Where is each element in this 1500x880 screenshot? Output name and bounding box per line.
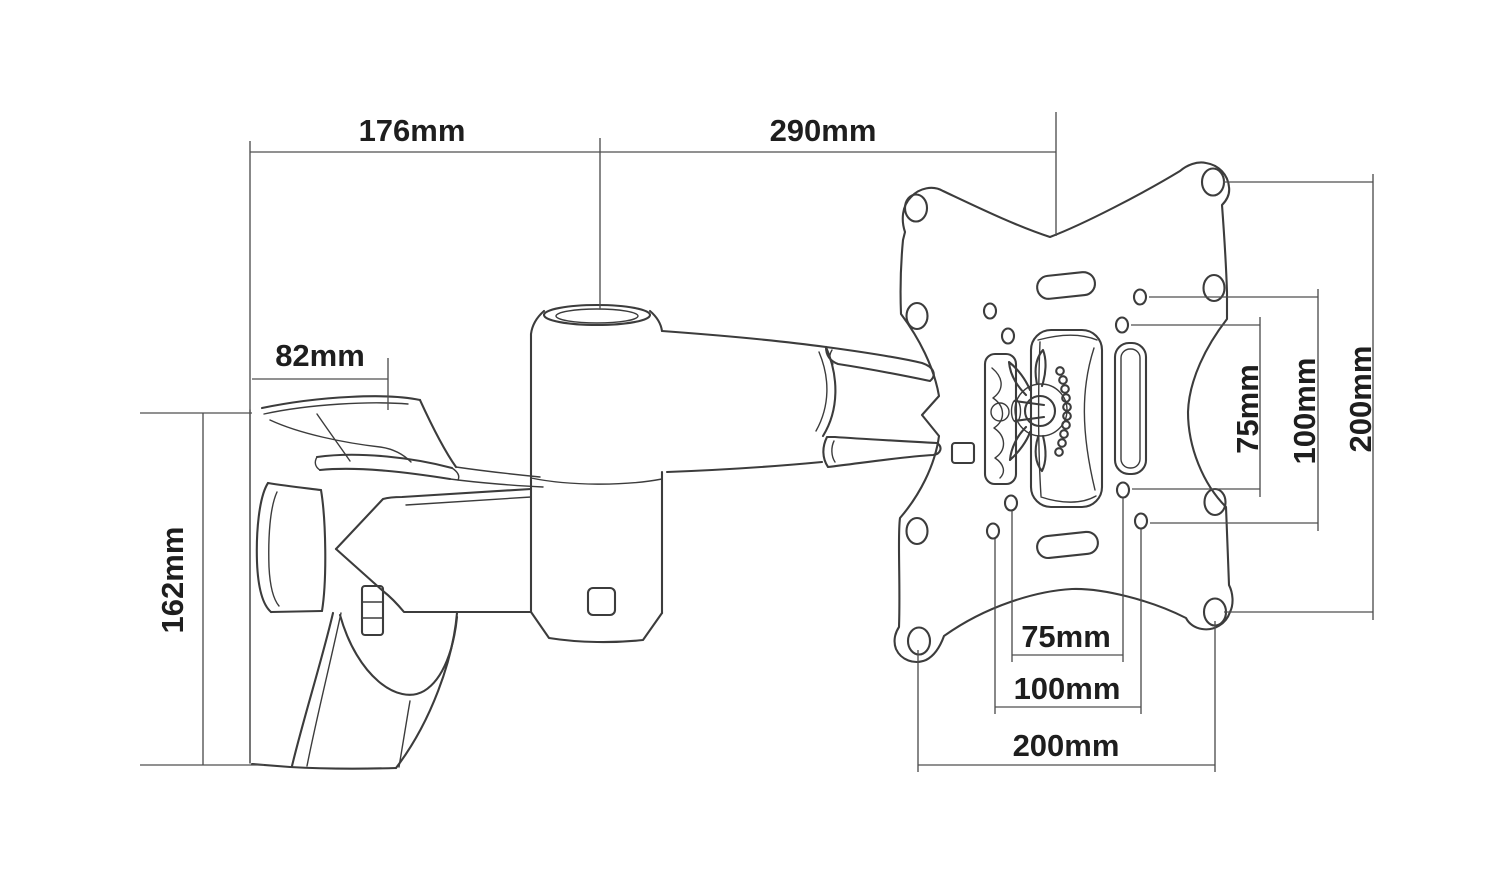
- tilt-mechanism: [950, 328, 1148, 509]
- tilt-bolt: [1013, 399, 1046, 423]
- hole-left-lower: [905, 516, 929, 546]
- hole-100-top-left: [982, 302, 998, 320]
- dim-label-75-horizontal: 75mm: [1021, 619, 1111, 654]
- hole-75-top-left: [1000, 327, 1016, 345]
- arm-upper-segment: [660, 329, 942, 474]
- plate-slot-right: [1113, 341, 1148, 476]
- hole-200-top-right: [1200, 167, 1226, 197]
- hole-100-bottom-left: [985, 522, 1001, 540]
- hole-100-top-right: [1132, 288, 1148, 306]
- fork-top-prong: [824, 345, 935, 383]
- dim-label-75-vertical: 75mm: [1230, 364, 1265, 454]
- dim-label-200-vertical: 200mm: [1343, 346, 1378, 453]
- hole-200-top-left: [903, 193, 929, 223]
- dim-label-176: 176mm: [359, 113, 466, 148]
- vesa-plate: [893, 161, 1234, 663]
- hole-right-upper: [1202, 273, 1226, 303]
- hole-75-top-right: [1114, 316, 1130, 334]
- hole-200-bottom-left: [906, 626, 932, 656]
- elbow-cap: [542, 303, 652, 327]
- vesa-plate-outline: [893, 161, 1234, 663]
- elbow-joint: [529, 303, 664, 644]
- arm-latch: [360, 584, 385, 637]
- hole-left-upper: [905, 301, 929, 331]
- bracket-bottom-edge: [250, 762, 398, 770]
- vesa-holes-100: [982, 288, 1149, 540]
- dim-label-162: 162mm: [155, 527, 190, 634]
- dim-label-100-horizontal: 100mm: [1014, 671, 1121, 706]
- hole-100-bottom-right: [1133, 512, 1149, 530]
- vesa-holes-75: [1000, 316, 1131, 512]
- tilt-hub: [1023, 394, 1057, 428]
- elbow-access-hole: [586, 586, 617, 617]
- fork-bottom-prong: [822, 435, 942, 469]
- tilt-fan-petals: [1007, 348, 1047, 473]
- dim-label-200-horizontal: 200mm: [1013, 728, 1120, 763]
- artwork: [249, 161, 1234, 770]
- dimension-lines: [140, 112, 1374, 772]
- dim-label-100-vertical: 100mm: [1287, 358, 1322, 465]
- plate-slot-bottom: [1036, 530, 1099, 560]
- plate-square-hole: [950, 441, 976, 465]
- vesa-holes-edge-mid: [905, 273, 1227, 546]
- arm-wedge-end: [334, 487, 533, 551]
- hole-75-bottom-left: [1003, 494, 1019, 512]
- dim-label-82: 82mm: [275, 338, 365, 373]
- plate-slot-top: [1036, 271, 1097, 300]
- tilt-knob-grip: [991, 367, 1005, 479]
- tilt-ratchet-dimples: [1054, 366, 1072, 457]
- dimension-labels: 176mm 290mm 82mm 162mm 75mm 100mm 200mm …: [155, 113, 1378, 763]
- arm-lower-segment: [334, 487, 533, 637]
- wall-bracket: [249, 395, 544, 770]
- dim-label-290: 290mm: [770, 113, 877, 148]
- hole-75-bottom-right: [1115, 481, 1131, 499]
